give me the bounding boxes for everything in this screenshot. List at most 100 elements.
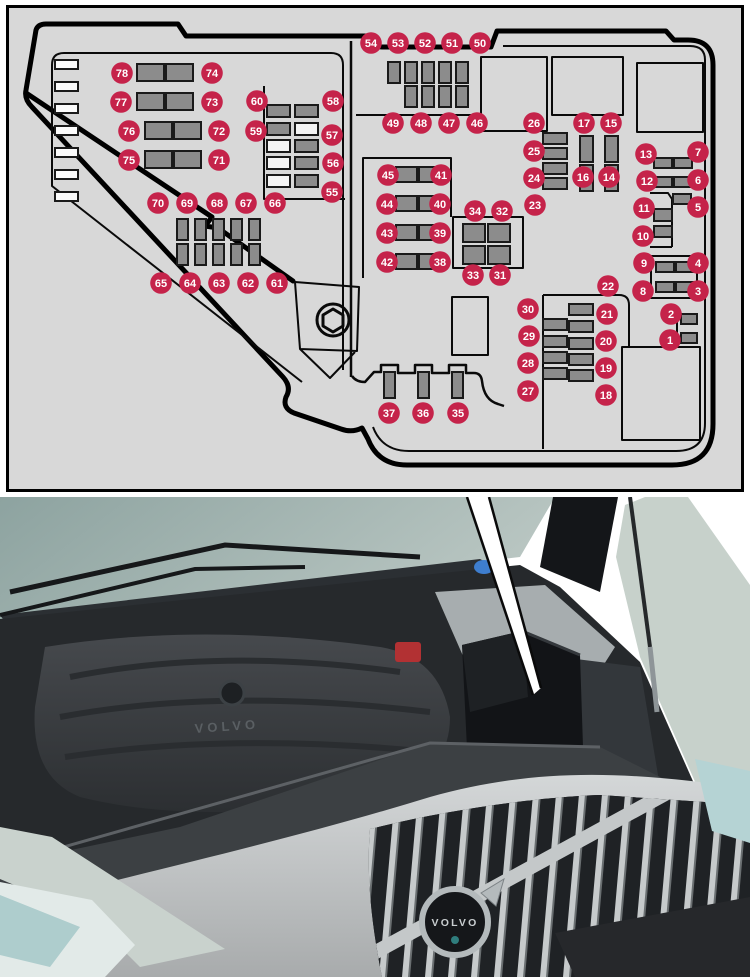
fuse-badge-8: 8: [632, 280, 654, 302]
fuse-badge-number: 14: [603, 172, 616, 184]
fuse-badge-67: 67: [235, 192, 257, 214]
windshield: [0, 497, 555, 622]
fuse-number-badges: 1234567891011121314151617181920212223242…: [110, 32, 709, 424]
fuse-badge-9: 9: [633, 252, 655, 274]
relay-slot: [54, 81, 79, 92]
fuse-badge-number: 37: [383, 408, 395, 420]
fuse-badge-number: 23: [529, 200, 541, 212]
pointer-callout: [465, 497, 543, 696]
fuse: [568, 369, 594, 382]
hood-edge: [540, 497, 618, 592]
fuse-badge-63: 63: [208, 272, 230, 294]
relay-slot: [54, 103, 79, 114]
wiper-blade: [9, 542, 421, 595]
fuse-badge-number: 61: [271, 278, 283, 290]
fuse-badge-number: 27: [522, 386, 534, 398]
fuse-badge-number: 15: [605, 118, 617, 130]
grille-diagonal-bar: [368, 795, 704, 977]
fuse-badge-43: 43: [376, 222, 398, 244]
fuse-badge-36: 36: [412, 402, 434, 424]
fuse: [451, 371, 464, 399]
fuse: [136, 92, 165, 111]
fuse-badge-number: 49: [387, 118, 399, 130]
fuse-badge-number: 24: [528, 173, 541, 185]
fuse-badge-number: 42: [381, 257, 393, 269]
fuse: [395, 253, 418, 270]
fuse-badge-number: 11: [638, 203, 650, 215]
fuse-badge-33: 33: [462, 264, 484, 286]
fuse-badge-35: 35: [447, 402, 469, 424]
fuse-badge-31: 31: [489, 264, 511, 286]
fuse: [230, 243, 243, 266]
fuse: [395, 224, 418, 241]
fuse-badge-32: 32: [491, 200, 513, 222]
fuse: [395, 195, 418, 212]
fuse: [294, 156, 319, 170]
fuse-badge-number: 51: [446, 38, 458, 50]
bolt-icon: [315, 302, 351, 338]
relay-slot: [54, 59, 79, 70]
fuse: [680, 332, 698, 344]
fuse-badge-16: 16: [572, 166, 594, 188]
fuse-badge-number: 53: [392, 38, 404, 50]
fuse: [248, 218, 261, 241]
fuse: [542, 147, 568, 160]
fuse-badge-27: 27: [517, 380, 539, 402]
fuse-badge-number: 58: [327, 96, 339, 108]
fuse: [568, 303, 594, 316]
lower-bumper: [555, 897, 750, 977]
fender-panel: [616, 497, 750, 797]
fuse-badge-59: 59: [245, 120, 267, 142]
fuse: [568, 320, 594, 333]
fuse: [165, 63, 194, 82]
fuse-badge-34: 34: [464, 200, 486, 222]
fuse: [542, 318, 568, 331]
fuse: [194, 243, 207, 266]
fuse-badge-number: 67: [240, 198, 252, 210]
fuse-badge-53: 53: [387, 32, 409, 54]
fuse-badge-64: 64: [179, 272, 201, 294]
fuse-badge-number: 32: [496, 206, 508, 218]
fuse-badge-number: 18: [600, 390, 612, 402]
fuse: [421, 85, 435, 108]
fuse: [212, 218, 225, 241]
iron-mark-arrow-icon: [480, 877, 505, 907]
fuse-badge-71: 71: [208, 149, 230, 171]
fuse: [542, 351, 568, 364]
slam-panel-edge: [0, 741, 601, 867]
fuse-badge-24: 24: [523, 167, 545, 189]
fuse-badge-70: 70: [147, 192, 169, 214]
fuse: [487, 245, 511, 265]
fuse: [438, 85, 452, 108]
fuse: [438, 61, 452, 84]
fuse: [194, 218, 207, 241]
fuse: [542, 367, 568, 380]
fuse-badge-62: 62: [237, 272, 259, 294]
hood-prop-rod-end: [647, 646, 660, 713]
fuse-badge-number: 19: [600, 363, 612, 375]
fuse-badge-number: 70: [152, 198, 164, 210]
fuse-badge-55: 55: [321, 181, 343, 203]
fuse-badge-number: 3: [695, 286, 701, 298]
pointer-line: [465, 497, 535, 696]
fuse: [266, 122, 291, 136]
relay-slot-column: [54, 59, 79, 202]
fuse: [455, 61, 469, 84]
fuse-badge-11: 11: [633, 197, 655, 219]
fuse-badge-number: 43: [381, 228, 393, 240]
bolt-hex-icon: [321, 307, 345, 334]
fuse-badge-number: 13: [640, 149, 652, 161]
fuse: [230, 218, 243, 241]
fuse: [653, 157, 673, 169]
diagram-panel: [6, 5, 744, 492]
fuse: [655, 281, 675, 293]
relay-slot: [54, 169, 79, 180]
fuse: [165, 92, 194, 111]
fuse-badge-number: 33: [467, 270, 479, 282]
fuse-badge-61: 61: [266, 272, 288, 294]
fuse-badge-number: 73: [206, 97, 218, 109]
fuse-badge-number: 46: [471, 118, 483, 130]
fuse: [294, 174, 319, 188]
fuse-badge-26: 26: [523, 112, 545, 134]
fuse-badge-47: 47: [438, 112, 460, 134]
